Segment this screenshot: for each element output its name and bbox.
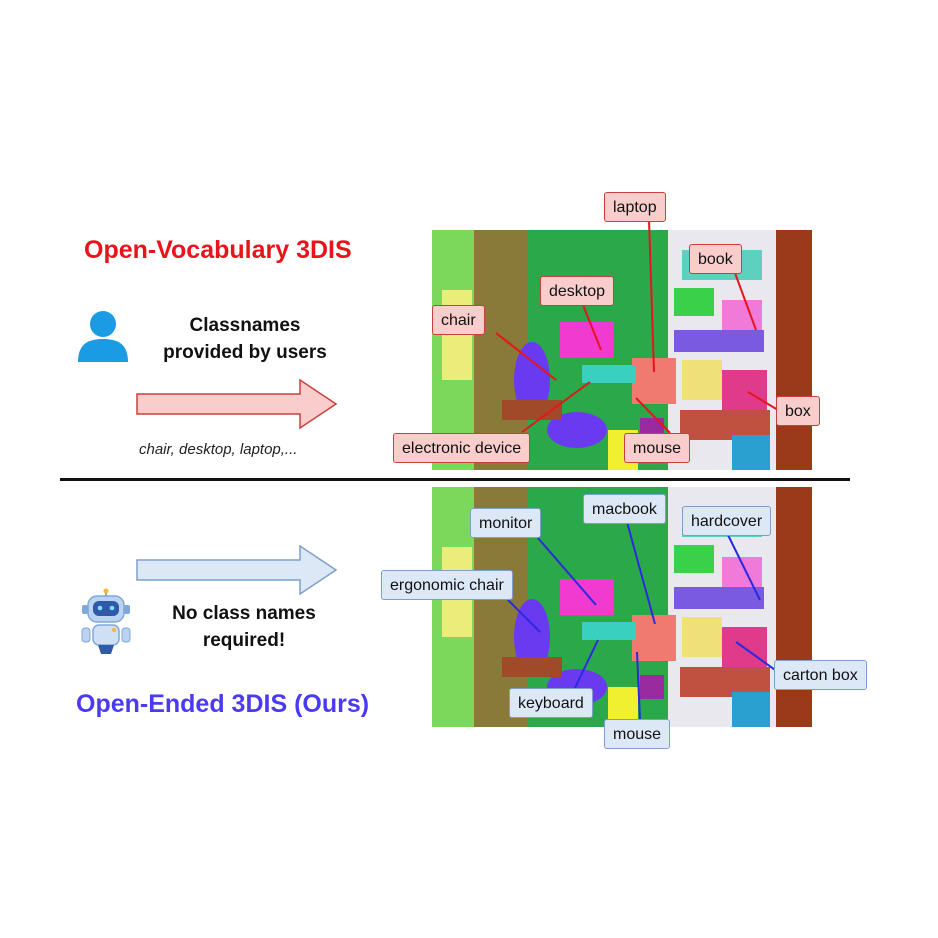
section-divider bbox=[60, 478, 850, 481]
user-icon bbox=[78, 311, 128, 362]
user-caption-line2: provided by users bbox=[163, 342, 327, 363]
label-box: box bbox=[776, 396, 820, 426]
robot-caption: No class names required! bbox=[144, 600, 344, 654]
bottom-arrow bbox=[136, 544, 338, 596]
open-ended-title: Open-Ended 3DIS (Ours) bbox=[76, 690, 370, 718]
example-classnames: chair, desktop, laptop,... bbox=[139, 441, 298, 458]
label-macbook: macbook bbox=[583, 494, 666, 524]
open-vocabulary-title: Open-Vocabulary 3DIS bbox=[84, 236, 352, 264]
label-hardcover: hardcover bbox=[682, 506, 772, 536]
robot-icon bbox=[81, 588, 131, 654]
label-keyboard: keyboard bbox=[509, 688, 593, 718]
user-caption: Classnames provided by users bbox=[150, 312, 340, 366]
label-carton-box: carton box bbox=[774, 660, 867, 690]
label-mouse-top: mouse bbox=[624, 433, 691, 463]
top-arrow bbox=[136, 378, 338, 430]
label-desktop: desktop bbox=[540, 276, 615, 306]
label-mouse-bottom: mouse bbox=[604, 719, 671, 749]
label-monitor: monitor bbox=[470, 508, 542, 538]
user-caption-line1: Classnames bbox=[189, 315, 301, 336]
robot-caption-line1: No class names bbox=[172, 603, 316, 624]
label-laptop: laptop bbox=[604, 192, 666, 222]
label-electronic-device: electronic device bbox=[393, 433, 531, 463]
label-book: book bbox=[689, 244, 742, 274]
label-chair: chair bbox=[432, 305, 485, 335]
robot-caption-line2: required! bbox=[202, 630, 286, 651]
label-ergonomic-chair: ergonomic chair bbox=[381, 570, 513, 600]
